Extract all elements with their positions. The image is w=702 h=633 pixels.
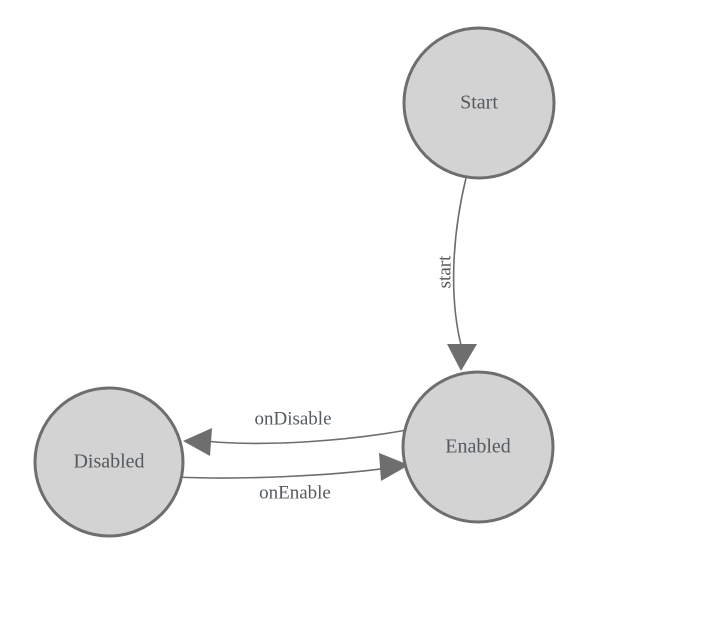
edge-label-start: start [434,255,455,288]
edge-label-onenable: onEnable [259,482,331,503]
state-node-label-enabled: Enabled [445,436,511,458]
edge-disabled-to-enabled[interactable]: onEnable [176,453,409,503]
edge-label-ondisable: onDisable [254,408,331,429]
state-node-circle-enabled [401,370,555,524]
nodes-layer: Start Enabled Disabled [33,26,556,538]
state-node-circle-start [402,26,556,180]
arrowhead-icon-onenable [379,453,409,481]
state-node-label-disabled: Disabled [73,451,144,473]
arrowhead-icon-ondisable [183,428,212,456]
edge-enabled-to-disabled[interactable]: onDisable [183,408,413,456]
edge-line-start [452,177,467,346]
edge-start-to-enabled[interactable]: start [434,177,477,371]
state-node-start[interactable]: Start [402,26,556,180]
edge-line-onenable [176,467,389,479]
state-node-label-start: Start [460,92,498,114]
state-node-disabled[interactable]: Disabled [33,386,185,538]
edge-line-ondisable [203,428,413,445]
state-node-circle-disabled [33,386,185,538]
state-node-enabled[interactable]: Enabled [401,370,555,524]
arrowhead-icon-start [447,344,477,371]
edges-layer: start onDisable onEnable [176,177,477,503]
